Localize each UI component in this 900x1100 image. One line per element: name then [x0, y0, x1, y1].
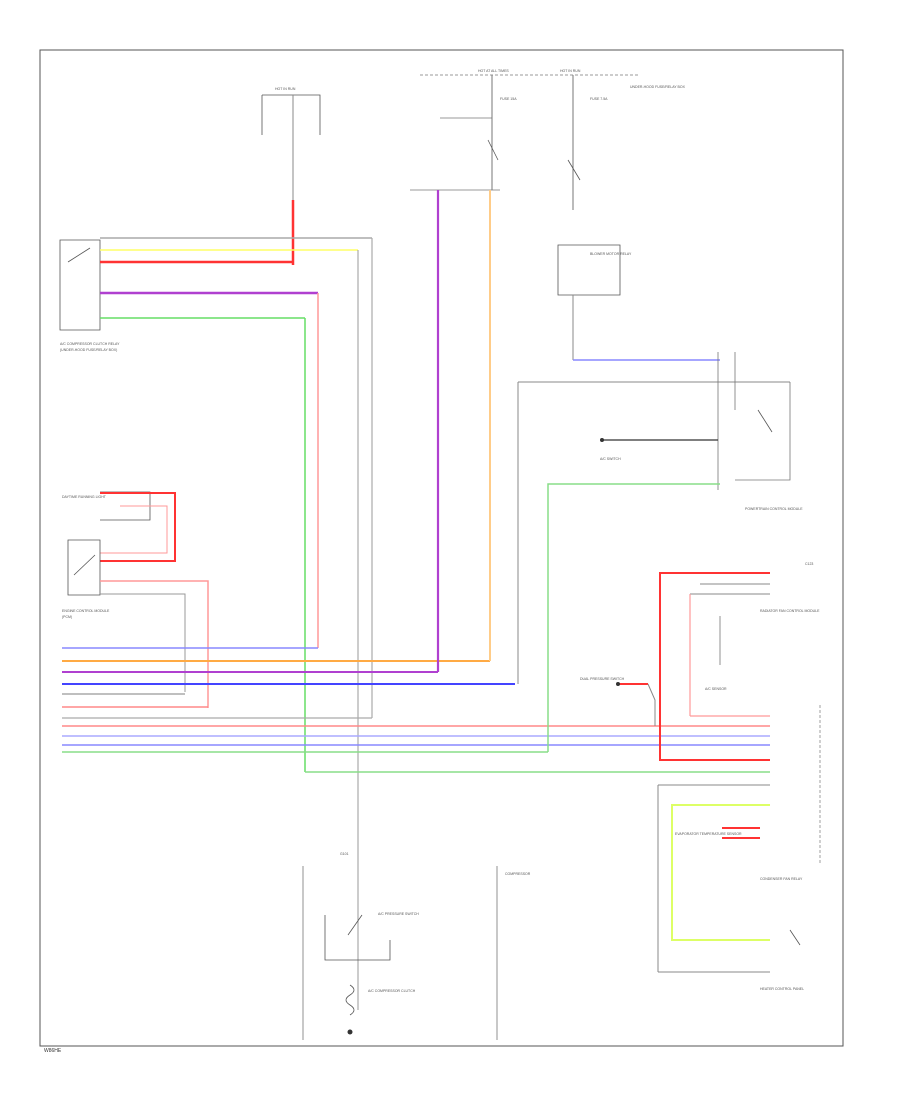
label-dual-pressure: DUAL PRESSURE SWITCH — [580, 677, 625, 681]
label-connector-right: C123 — [805, 562, 813, 566]
pink-loop — [100, 580, 209, 708]
right-red-loop — [659, 572, 770, 761]
label-hot-all-times: HOT AT ALL TIMES — [478, 69, 509, 73]
label-ground-mid: G101 — [340, 852, 349, 856]
label-left-connector: DAYTIME RUNNING LIGHT — [62, 495, 107, 499]
label-radiator-fan: RADIATOR FAN CONTROL MODULE — [760, 609, 820, 613]
label-ac-switch: A/C SWITCH — [600, 457, 621, 461]
compressor-coil — [345, 984, 355, 1016]
label-ecm: ENGINE CONTROL MODULE — [62, 609, 110, 613]
label-heater-control: HEATER CONTROL PANEL — [760, 987, 804, 991]
relay-switch — [67, 247, 91, 263]
ground-dot — [600, 438, 604, 442]
gray-loop — [100, 593, 186, 692]
right-switch — [757, 409, 773, 433]
mid-fuse-bus — [410, 117, 500, 191]
footer-code: W86HE — [44, 1048, 62, 1054]
mid-connector-dot — [616, 682, 620, 686]
blower-relay-box — [557, 244, 621, 296]
left-fuse-box — [261, 94, 321, 135]
mid-connector-drop — [647, 683, 656, 726]
right-fuse-symbol — [567, 159, 581, 181]
label-condenser-fan: CONDENSER FAN RELAY — [760, 877, 803, 881]
compressor-switch — [347, 914, 363, 936]
label-ac-relay: A/C COMPRESSOR CLUTCH RELAY — [60, 342, 120, 346]
label-under-hood: UNDER-HOOD FUSE/RELAY BOX — [630, 85, 686, 89]
label-compressor-clutch: A/C COMPRESSOR CLUTCH — [368, 989, 416, 993]
lower-switch — [789, 929, 801, 946]
label-ecm-note: (PCM) — [62, 615, 72, 619]
right-green-wire — [547, 483, 720, 752]
label-ac-relay-note: (UNDER-HOOD FUSE/RELAY BOX) — [60, 348, 117, 352]
mid-fuse-symbol — [487, 139, 499, 161]
label-ac-sensor: A/C SENSOR — [705, 687, 727, 691]
diagram-border — [39, 49, 844, 1047]
left-module-switch — [73, 554, 96, 576]
label-fuse-mid: FUSE 15A — [500, 97, 517, 101]
compressor-ground — [347, 1029, 353, 1035]
red-loop-top — [100, 492, 176, 562]
label-thermostat: EVAPORATOR TEMPERATURE SENSOR — [675, 832, 742, 836]
label-compressor-note: COMPRESSOR — [505, 872, 531, 876]
label-powertrain: POWERTRAIN CONTROL MODULE — [745, 507, 803, 511]
label-pressure-switch: A/C PRESSURE SWITCH — [378, 912, 419, 916]
label-blower: BLOWER MOTOR RELAY — [590, 252, 632, 256]
red-loop-inner — [100, 505, 168, 554]
right-switch-block — [717, 352, 791, 490]
label-hot-in-run: HOT IN RUN — [560, 69, 581, 73]
label-hot-run-left: HOT IN RUN — [275, 87, 296, 91]
left-relay-box — [59, 239, 101, 331]
compressor-relay-box — [324, 915, 391, 961]
yellow-green-loop — [671, 804, 770, 941]
label-fuse-right: FUSE 7.5A — [590, 97, 608, 101]
left-module-box — [67, 539, 101, 596]
